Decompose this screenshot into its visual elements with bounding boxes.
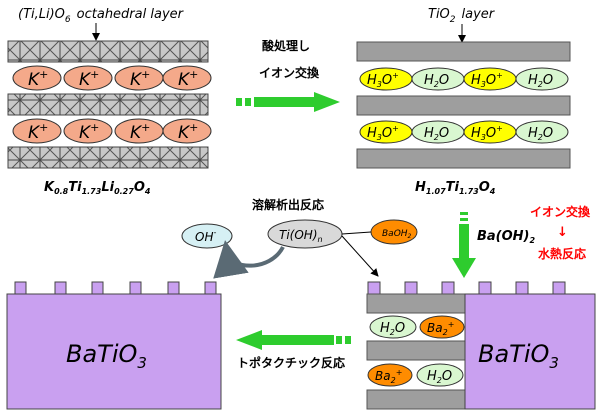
batio3-product-label: BaTiO3 [66,340,147,372]
side-note: イオン交換 ↓ 水熱反応 [530,204,591,261]
octahedral-layer-2 [7,93,209,116]
h2o-molecule: H2O [416,363,464,387]
svg-text:K+: K+ [28,68,48,90]
baoh2-particle-label: BaOH2 [382,229,412,240]
intermediate-layer-1 [366,293,471,314]
svg-text:H2O: H2O [424,73,449,89]
k-ion: K+ [12,65,62,91]
dissolution-block: 溶解析出反応 Ti(OH)n OH- BaOH2 [181,197,418,279]
svg-text:H2O: H2O [427,369,452,385]
topotactic-label: トポタクチック反応 [237,355,345,370]
green-arrow-3 [262,335,334,345]
tio2-layer-1 [356,41,571,62]
h2o-molecule: H2O [515,67,569,91]
svg-text:K+: K+ [79,68,99,90]
svg-text:H2O: H2O [380,321,405,337]
batio3-growth-label: BaTiO3 [478,340,559,372]
green-arrow-1 [254,97,314,107]
k-ion: K+ [114,118,164,144]
connector-line [341,231,372,235]
svg-text:K+: K+ [130,68,150,90]
batio3-product-block [6,293,222,410]
topotactic-step: トポタクチック反応 [236,330,351,370]
side-note-line2: 水熱反応 [538,246,586,261]
h2o-molecule: H2O [369,315,417,339]
tio2-layer-3 [356,148,571,169]
ba-ion: Ba2+ [367,363,413,387]
k-ion: K+ [114,65,164,91]
batio3-growth-block [464,293,596,410]
svg-text:H3O+: H3O+ [367,124,399,142]
h2o-molecule: H2O [411,120,465,144]
k-ion: K+ [63,65,113,91]
side-note-line1: イオン交換 [530,204,591,219]
h3o-ion: H3O+ [463,120,517,144]
h3o-ion: H3O+ [359,67,413,91]
baoh2-reagent: Ba(OH)2 [477,229,536,245]
svg-text:K+: K+ [178,68,198,90]
svg-text:H2O: H2O [528,73,553,89]
tio2-layer-2 [356,95,571,116]
green-arrow-2 [459,224,469,258]
svg-text:H3O+: H3O+ [367,71,399,89]
svg-text:H3O+: H3O+ [471,124,503,142]
h3o-ion: H3O+ [463,67,517,91]
svg-text:K+: K+ [130,121,150,143]
intermediate-layer-2 [366,340,471,361]
svg-text:H2O: H2O [528,126,553,142]
tioh-n-label: Ti(OH)n [279,228,323,244]
svg-text:K+: K+ [28,121,48,143]
h2o-molecule: H2O [515,120,569,144]
deposition-arrow [341,235,379,277]
k-ion: K+ [162,65,212,91]
k-titanate-formula: K0.8Ti1.73Li0.27O4 [44,180,151,196]
octahedral-layer-1 [7,40,209,63]
protonated-titanate-formula: H1.07Ti1.73O4 [415,180,496,196]
octahedral-layer-3 [7,146,209,169]
svg-text:Ba2+: Ba2+ [375,368,402,385]
svg-text:K+: K+ [178,121,198,143]
h2o-molecule: H2O [411,67,465,91]
curved-arrow [213,240,285,279]
dissolution-title: 溶解析出反応 [252,197,324,212]
baoh2-step: Ba(OH)2 [452,212,536,278]
step1-line1: 酸処理し [262,38,310,53]
h3o-ion: H3O+ [359,120,413,144]
intermediate-layer-3 [366,389,471,410]
k-ion: K+ [162,118,212,144]
acid-exchange-step: 酸処理し イオン交換 [236,38,340,112]
ba-ion: Ba2+ [419,315,465,339]
svg-text:Ba2+: Ba2+ [427,320,454,337]
bottom-right-structure: BaTiO3 H2O Ba2+ Ba2+ H2O [366,281,596,410]
k-ion: K+ [63,118,113,144]
step1-line2: イオン交換 [259,65,320,80]
k-ion: K+ [12,118,62,144]
side-note-arrow: ↓ [557,225,568,240]
svg-text:K+: K+ [79,121,99,143]
svg-text:H2O: H2O [424,126,449,142]
svg-text:H3O+: H3O+ [471,71,503,89]
oh-ion-label: OH- [195,228,216,244]
bottom-left-structure: BaTiO3 [6,281,222,410]
